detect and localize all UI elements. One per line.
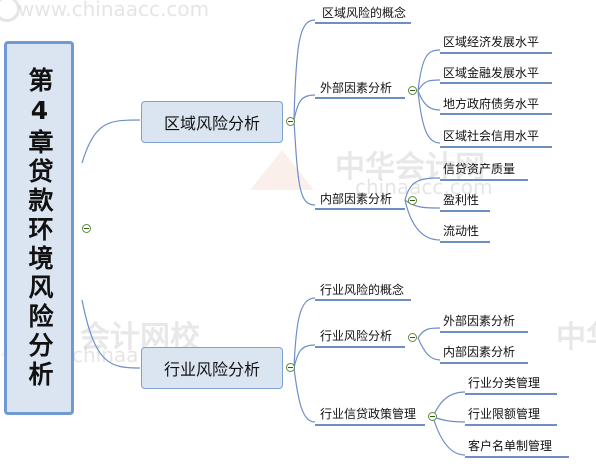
leaf-liquidity[interactable]: 流动性 [443, 224, 480, 238]
topic-industry-risk-analysis[interactable]: 行业风险分析 [320, 329, 393, 343]
underline [465, 456, 569, 458]
leaf-credit-asset-quality[interactable]: 信贷资产质量 [443, 162, 516, 176]
underline [315, 97, 405, 99]
underline [440, 146, 552, 148]
underline [440, 82, 552, 84]
branch-industry-risk[interactable]: 行业风险分析 [141, 347, 283, 389]
topic-industry-credit-policy-collapse-icon[interactable] [428, 412, 437, 421]
underline [465, 393, 557, 395]
underline [440, 52, 552, 54]
branch-regional-risk-collapse-icon[interactable] [286, 117, 295, 126]
leaf-regional-finance[interactable]: 区域金融发展水平 [443, 66, 540, 80]
underline [440, 241, 490, 243]
leaf-local-gov-debt[interactable]: 地方政府债务水平 [443, 97, 540, 111]
underline [315, 208, 405, 210]
leaf-industry-external-factors[interactable]: 外部因素分析 [443, 314, 516, 328]
root-topic[interactable]: 第4章贷款环境风险分析 [4, 41, 74, 415]
leaf-profitability[interactable]: 盈利性 [443, 193, 480, 207]
branch-industry-risk-collapse-icon[interactable] [286, 363, 295, 372]
underline [315, 22, 411, 24]
root-collapse-icon[interactable] [82, 224, 91, 233]
underline [465, 424, 557, 426]
leaf-industry-limit[interactable]: 行业限额管理 [468, 407, 541, 421]
topic-internal-factors-collapse-icon[interactable] [408, 196, 417, 205]
topic-regional-risk-concept[interactable]: 区域风险的概念 [322, 6, 407, 20]
underline [440, 113, 552, 115]
leaf-industry-classification[interactable]: 行业分类管理 [468, 376, 541, 390]
topic-industry-risk-concept[interactable]: 行业风险的概念 [320, 283, 405, 297]
leaf-customer-list[interactable]: 客户名单制管理 [468, 439, 553, 453]
leaf-regional-credit[interactable]: 区域社会信用水平 [443, 129, 540, 143]
underline [315, 346, 405, 348]
leaf-regional-economy[interactable]: 区域经济发展水平 [443, 35, 540, 49]
topic-industry-credit-policy[interactable]: 行业信贷政策管理 [320, 407, 417, 421]
root-topic-label: 第4章贷款环境风险分析 [25, 66, 54, 390]
underline [315, 299, 411, 301]
underline [440, 179, 528, 181]
underline [440, 331, 528, 333]
branch-industry-risk-label: 行业风险分析 [163, 360, 260, 379]
underline [440, 362, 528, 364]
branch-regional-risk[interactable]: 区域风险分析 [141, 101, 283, 143]
branch-regional-risk-label: 区域风险分析 [163, 114, 260, 133]
underline [315, 424, 425, 426]
topic-external-factors-collapse-icon[interactable] [408, 86, 417, 95]
topic-external-factors[interactable]: 外部因素分析 [320, 81, 393, 95]
leaf-industry-internal-factors[interactable]: 内部因素分析 [443, 345, 516, 359]
underline [440, 210, 490, 212]
topic-internal-factors[interactable]: 内部因素分析 [320, 192, 393, 206]
topic-industry-risk-analysis-collapse-icon[interactable] [408, 333, 417, 342]
